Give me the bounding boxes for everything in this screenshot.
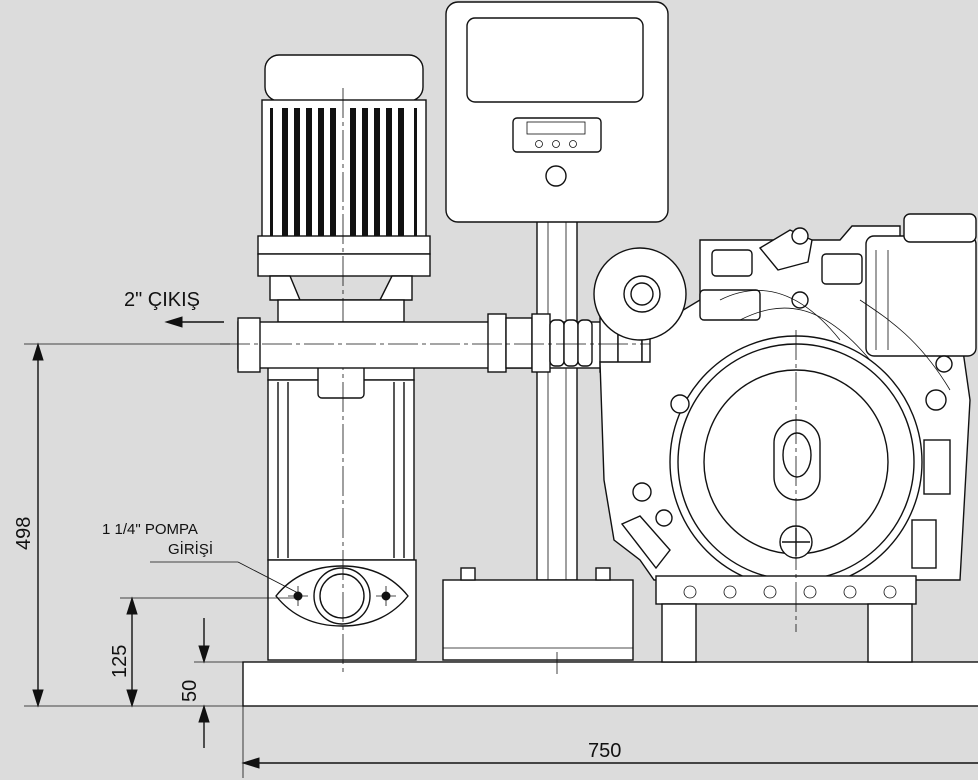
inlet-label-line2: GİRİŞİ (168, 540, 213, 558)
dimension-lines (24, 316, 978, 778)
outlet-label: 2" ÇIKIŞ (124, 289, 200, 311)
battery (442, 567, 634, 674)
dimension-498: 498 (13, 517, 35, 550)
dimension-50: 50 (179, 680, 201, 702)
vertical-pump (257, 54, 431, 676)
base-frame (242, 661, 978, 707)
dimension-750: 750 (588, 740, 621, 762)
inlet-label-line1: 1 1/4" POMPA (102, 521, 198, 538)
dimension-125: 125 (109, 645, 131, 678)
diesel-engine (593, 213, 977, 663)
control-panel (445, 1, 669, 581)
